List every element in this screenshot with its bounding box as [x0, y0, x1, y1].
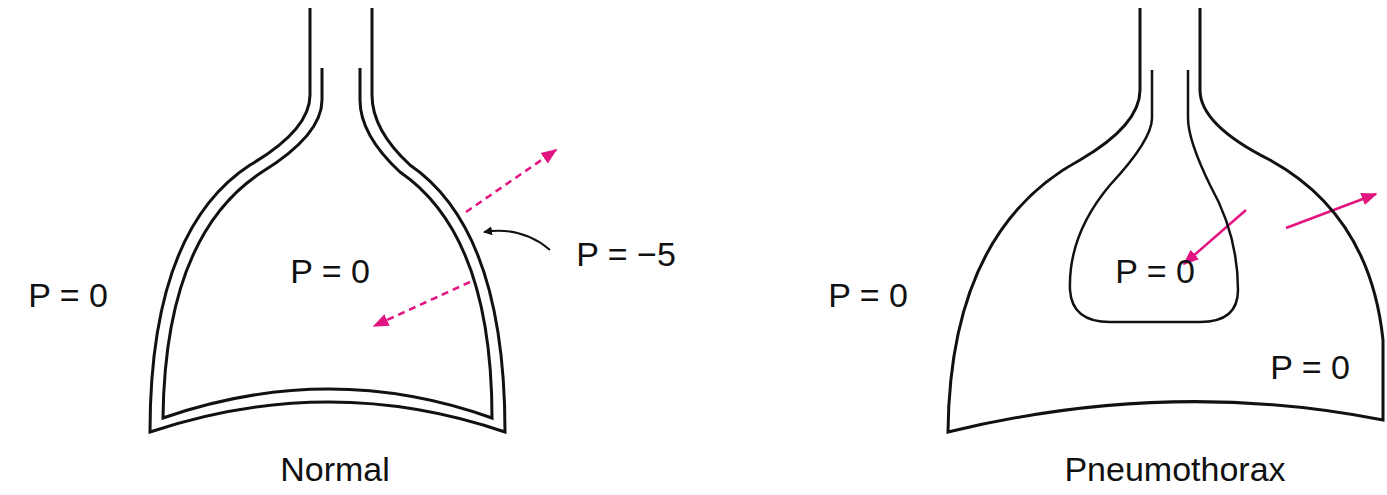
thoracic-cavity-outline-path: [948, 8, 1383, 432]
outward-recoil-arrow: [466, 150, 556, 212]
leader-line: [484, 231, 550, 250]
inward-recoil-arrow: [374, 282, 470, 326]
thoracic-cavity: P = 0 P = 0: [940, 4, 1386, 438]
pressure-label: P = 0: [828, 277, 908, 314]
pressure-value: P = 0: [1270, 349, 1350, 386]
pressure-label: P = −5: [576, 236, 676, 273]
chest-wall: [150, 8, 505, 432]
panel-caption: Pneumothorax: [1064, 451, 1285, 488]
pressure-label: P = 0: [28, 277, 108, 314]
pressure-value: P = 0: [1115, 253, 1195, 290]
lung-outline-path: [163, 68, 492, 418]
collapsed-lung-outline-path: [1070, 70, 1238, 322]
pressure-value: P = 0: [290, 253, 370, 290]
lung: P = 0: [155, 62, 500, 424]
panel-caption: Normal: [280, 451, 390, 488]
collapsed-lung: P = 0: [1062, 64, 1244, 328]
lung-outline: [155, 62, 500, 424]
